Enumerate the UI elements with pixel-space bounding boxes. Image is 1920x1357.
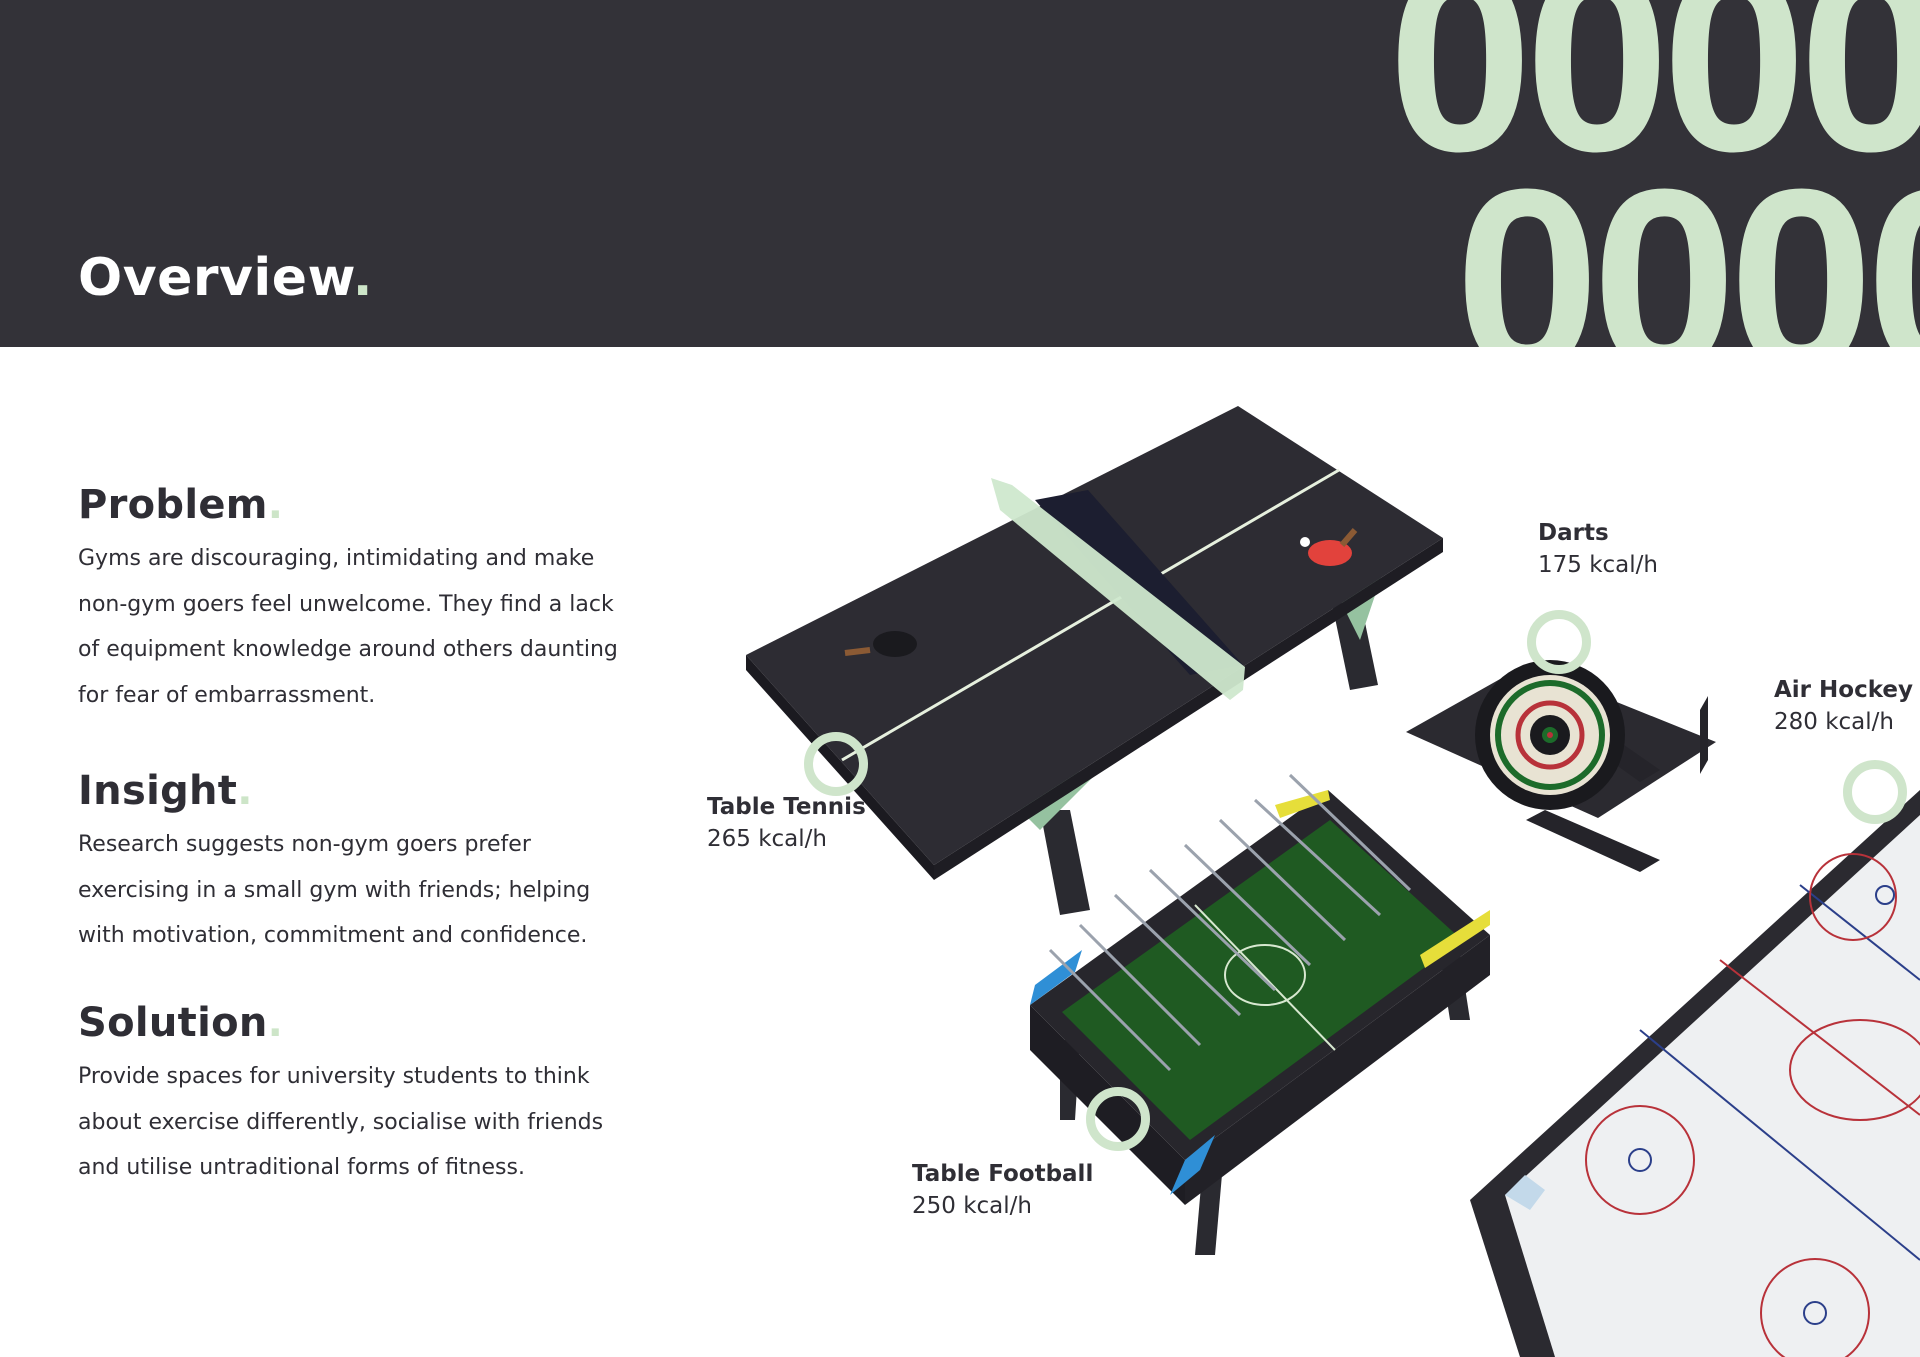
heading-dot: . [267, 482, 284, 528]
problem-heading: Problem. [78, 482, 638, 528]
table-football-name: Table Football [912, 1161, 1094, 1187]
table-football-kcal: 250 kcal/h [912, 1193, 1032, 1219]
insight-body: Research suggests non-gym goers prefer e… [78, 832, 591, 949]
table-football-marker [1086, 1087, 1150, 1151]
solution-heading-text: Solution [78, 1000, 268, 1046]
solution-section: Solution. Provide spaces for university … [78, 1000, 638, 1191]
table-tennis-name: Table Tennis [707, 794, 866, 820]
solution-body: Provide spaces for university students t… [78, 1064, 604, 1181]
table-football-label: Table Football 250 kcal/h [912, 1158, 1093, 1222]
page-title: Overview. [78, 248, 373, 308]
darts-kcal: 175 kcal/h [1538, 552, 1658, 578]
problem-heading-text: Problem [78, 482, 268, 528]
heading-dot: . [237, 768, 253, 814]
darts-label: Darts 175 kcal/h [1538, 517, 1658, 581]
darts-board [1406, 660, 1716, 872]
title-dot: . [352, 248, 373, 308]
darts-marker [1527, 610, 1591, 674]
insight-heading: Insight. [78, 768, 638, 814]
table-tennis-label: Table Tennis 265 kcal/h [707, 791, 866, 855]
table-tennis-kcal: 265 kcal/h [707, 826, 827, 852]
air-hockey-table [1470, 790, 1920, 1357]
heading-dot: . [267, 1000, 284, 1046]
problem-body: Gyms are discouraging, intimidating and … [78, 546, 618, 708]
air-hockey-label: Air Hockey 280 kcal/h [1774, 674, 1913, 738]
table-tennis-marker [804, 732, 868, 796]
table-football [1030, 773, 1490, 1255]
table-tennis-table [746, 406, 1443, 915]
air-hockey-kcal: 280 kcal/h [1774, 709, 1894, 735]
air-hockey-marker [1843, 760, 1907, 824]
insight-section: Insight. Research suggests non-gym goers… [78, 768, 638, 959]
page-title-text: Overview [78, 248, 353, 308]
problem-section: Problem. Gyms are discouraging, intimida… [78, 482, 638, 718]
darts-name: Darts [1538, 520, 1609, 546]
insight-heading-text: Insight [78, 768, 238, 814]
solution-heading: Solution. [78, 1000, 638, 1046]
air-hockey-name: Air Hockey [1774, 677, 1913, 703]
